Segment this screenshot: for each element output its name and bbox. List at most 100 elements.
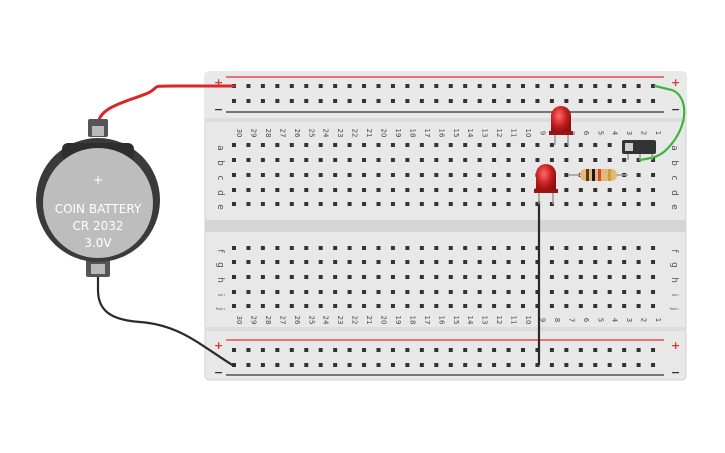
rail-hole-top-minus[interactable] <box>333 99 338 103</box>
terminal-hole-bottom[interactable] <box>347 260 352 264</box>
terminal-hole-top[interactable] <box>347 158 352 162</box>
terminal-hole-bottom[interactable] <box>549 260 554 264</box>
terminal-hole-top[interactable] <box>578 188 583 192</box>
terminal-hole-top[interactable] <box>535 158 540 162</box>
terminal-hole-top[interactable] <box>434 158 439 162</box>
terminal-hole-bottom[interactable] <box>347 290 352 294</box>
terminal-hole-top[interactable] <box>289 188 294 192</box>
terminal-hole-top[interactable] <box>333 202 338 206</box>
resistor[interactable] <box>568 169 628 181</box>
terminal-hole-bottom[interactable] <box>232 304 236 308</box>
terminal-hole-top[interactable] <box>419 158 424 162</box>
green-wire[interactable] <box>638 84 686 162</box>
terminal-hole-top[interactable] <box>549 158 554 162</box>
terminal-hole-bottom[interactable] <box>448 290 453 294</box>
terminal-hole-top[interactable] <box>390 188 395 192</box>
terminal-hole-bottom[interactable] <box>463 290 468 294</box>
rail-hole-bottom-minus[interactable] <box>463 363 468 367</box>
rail-hole-bottom-plus[interactable] <box>622 348 627 352</box>
rail-hole-bottom-plus[interactable] <box>448 348 453 352</box>
rail-hole-top-plus[interactable] <box>362 84 367 88</box>
terminal-hole-top[interactable] <box>232 173 236 177</box>
rail-hole-bottom-minus[interactable] <box>390 363 395 367</box>
terminal-hole-top[interactable] <box>362 143 367 147</box>
rail-hole-top-minus[interactable] <box>622 99 627 103</box>
terminal-hole-top[interactable] <box>477 173 482 177</box>
terminal-hole-top[interactable] <box>318 158 323 162</box>
rail-hole-bottom-plus[interactable] <box>578 348 583 352</box>
terminal-hole-bottom[interactable] <box>376 246 381 250</box>
terminal-hole-bottom[interactable] <box>275 290 280 294</box>
rail-hole-bottom-minus[interactable] <box>275 363 280 367</box>
terminal-hole-bottom[interactable] <box>492 290 497 294</box>
rail-hole-top-plus[interactable] <box>492 84 497 88</box>
rail-hole-top-minus[interactable] <box>636 99 641 103</box>
terminal-hole-top[interactable] <box>419 202 424 206</box>
rail-hole-top-plus[interactable] <box>651 84 656 88</box>
rail-hole-bottom-plus[interactable] <box>246 348 251 352</box>
terminal-hole-bottom[interactable] <box>390 246 395 250</box>
rail-hole-top-minus[interactable] <box>390 99 395 103</box>
terminal-hole-bottom[interactable] <box>289 275 294 279</box>
terminal-hole-bottom[interactable] <box>289 260 294 264</box>
terminal-hole-bottom[interactable] <box>506 304 511 308</box>
terminal-hole-top[interactable] <box>448 202 453 206</box>
rail-hole-top-minus[interactable] <box>405 99 410 103</box>
rail-hole-bottom-plus[interactable] <box>376 348 381 352</box>
rail-hole-bottom-minus[interactable] <box>549 363 554 367</box>
rail-hole-top-minus[interactable] <box>463 99 468 103</box>
rail-hole-bottom-plus[interactable] <box>535 348 540 352</box>
terminal-hole-bottom[interactable] <box>651 246 656 250</box>
terminal-hole-bottom[interactable] <box>318 260 323 264</box>
terminal-hole-bottom[interactable] <box>275 246 280 250</box>
rail-hole-bottom-minus[interactable] <box>506 363 511 367</box>
terminal-hole-top[interactable] <box>622 188 627 192</box>
terminal-hole-top[interactable] <box>622 158 627 162</box>
terminal-hole-bottom[interactable] <box>564 290 569 294</box>
terminal-hole-top[interactable] <box>246 173 251 177</box>
terminal-hole-top[interactable] <box>636 158 641 162</box>
terminal-hole-top[interactable] <box>419 188 424 192</box>
terminal-hole-bottom[interactable] <box>448 275 453 279</box>
terminal-hole-top[interactable] <box>521 143 525 147</box>
terminal-hole-top[interactable] <box>593 143 598 147</box>
terminal-hole-top[interactable] <box>260 158 265 162</box>
terminal-hole-top[interactable] <box>376 143 381 147</box>
terminal-hole-top[interactable] <box>289 143 294 147</box>
terminal-hole-bottom[interactable] <box>477 246 482 250</box>
terminal-hole-bottom[interactable] <box>506 260 511 264</box>
terminal-hole-bottom[interactable] <box>593 246 598 250</box>
rail-hole-top-minus[interactable] <box>434 99 439 103</box>
terminal-hole-top[interactable] <box>448 188 453 192</box>
rail-hole-top-minus[interactable] <box>549 99 554 103</box>
terminal-hole-bottom[interactable] <box>289 246 294 250</box>
rail-hole-top-plus[interactable] <box>333 84 338 88</box>
rail-hole-bottom-minus[interactable] <box>246 363 251 367</box>
rail-hole-bottom-minus[interactable] <box>535 363 540 367</box>
terminal-hole-top[interactable] <box>362 158 367 162</box>
terminal-hole-top[interactable] <box>506 143 511 147</box>
terminal-hole-bottom[interactable] <box>521 290 525 294</box>
terminal-hole-bottom[interactable] <box>304 275 309 279</box>
terminal-hole-bottom[interactable] <box>521 275 525 279</box>
rail-hole-bottom-minus[interactable] <box>260 363 265 367</box>
terminal-hole-top[interactable] <box>564 188 569 192</box>
terminal-hole-bottom[interactable] <box>362 290 367 294</box>
terminal-hole-bottom[interactable] <box>593 260 598 264</box>
terminal-hole-bottom[interactable] <box>636 260 641 264</box>
terminal-hole-top[interactable] <box>434 188 439 192</box>
rail-hole-bottom-plus[interactable] <box>549 348 554 352</box>
terminal-hole-top[interactable] <box>651 173 656 177</box>
rail-hole-bottom-plus[interactable] <box>289 348 294 352</box>
terminal-hole-top[interactable] <box>521 188 525 192</box>
terminal-hole-top[interactable] <box>477 158 482 162</box>
terminal-hole-bottom[interactable] <box>521 304 525 308</box>
terminal-hole-top[interactable] <box>405 143 410 147</box>
terminal-hole-top[interactable] <box>607 143 612 147</box>
rail-hole-top-plus[interactable] <box>477 84 482 88</box>
terminal-hole-top[interactable] <box>405 173 410 177</box>
slide-switch[interactable] <box>622 140 656 160</box>
rail-hole-bottom-plus[interactable] <box>636 348 641 352</box>
terminal-hole-bottom[interactable] <box>419 260 424 264</box>
terminal-hole-bottom[interactable] <box>405 246 410 250</box>
